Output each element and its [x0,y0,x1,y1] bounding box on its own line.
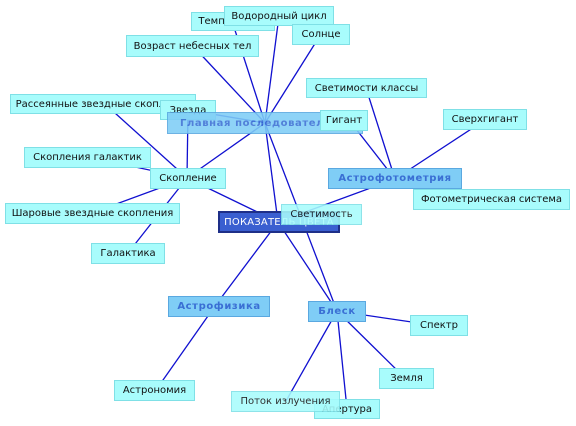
node-cluster[interactable]: Скопление [150,168,226,189]
node-radiation-flux[interactable]: Поток излучения [231,391,340,412]
edge-br-flux [285,310,338,402]
edge-center-main-sequence [264,122,279,223]
edge-center-astrophysics [214,221,279,307]
node-sun[interactable]: Солнце [292,24,350,45]
edge-br-aperture [336,310,348,410]
node-galaxy[interactable]: Галактика [91,243,165,264]
node-hydrogen-cycle[interactable]: Водородный цикл [224,6,334,26]
edge-cluster-open [114,112,188,179]
node-earth[interactable]: Земля [379,368,434,389]
node-galaxy-clusters[interactable]: Скопления галактик [24,147,151,168]
edge-ms-sun [264,33,322,124]
node-photometric-system[interactable]: Фотометрическая система [413,189,570,210]
hub-astrophotometry[interactable]: Астрофотометрия [328,168,462,189]
node-giant[interactable]: Гигант [320,110,368,131]
node-luminosity[interactable]: Светимость [281,204,362,225]
node-supergiant[interactable]: Сверхгигант [443,109,527,130]
hub-brightness[interactable]: Блеск [308,301,366,322]
node-luminosity-classes[interactable]: Светимости классы [306,78,427,98]
edge-ms-hydrogen [264,15,280,124]
edge-ms-age [191,44,266,124]
edge-br-earth [336,310,407,380]
edge-ap-classes [365,87,396,180]
node-celestial-age[interactable]: Возраст небесных тел [126,35,259,57]
hub-astrophysics[interactable]: Астрофизика [168,296,270,317]
edge-phys-astronomy [155,305,216,391]
node-astronomy[interactable]: Астрономия [114,380,195,401]
node-spectrum[interactable]: Спектр [410,315,468,336]
edge-center-brightness [277,221,338,312]
node-globular-clusters[interactable]: Шаровые звездные скопления [5,203,180,224]
